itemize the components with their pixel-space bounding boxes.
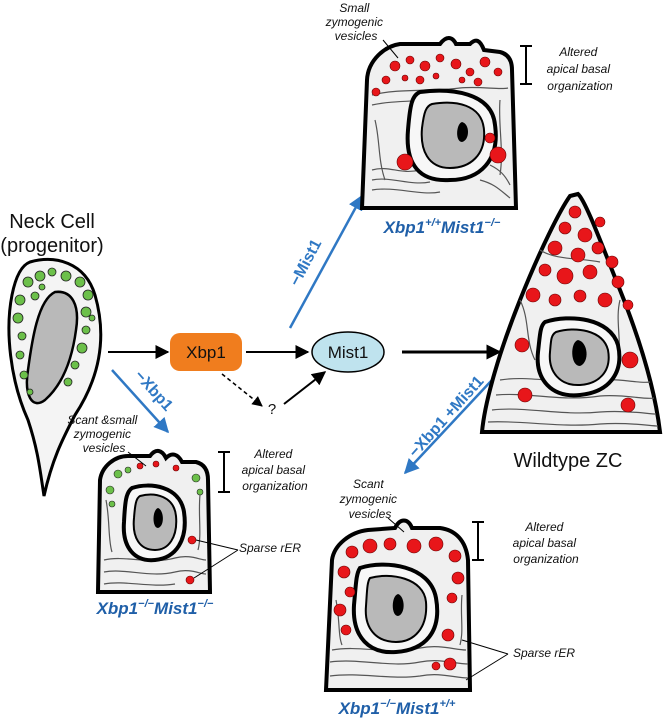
top-cell-apical-note: Altered apical basal organization (547, 45, 614, 93)
mist1-node: Mist1 (311, 331, 385, 373)
wildtype-label: Wildtype ZC (514, 450, 623, 472)
left-cell-rer-pointer-1 (195, 539, 239, 551)
top-cell-vesicles-note: Small zymogenic vesicles (325, 1, 387, 43)
neck-cell-title: Neck Cell (9, 211, 95, 233)
xbp1-label: Xbp1 (186, 343, 226, 362)
left-cell-genotype: Xbp1−/−Mist1−/− (96, 598, 214, 618)
left-cell-bracket (218, 451, 230, 493)
top-cell-vesicles-pointer (382, 39, 399, 59)
left-cell-rer-note: Sparse rER (239, 541, 301, 555)
left-cell-vesicles-note: Scant &small zymogenic vesicles (67, 413, 140, 455)
top-cell-bracket (520, 45, 532, 85)
mist1-label: Mist1 (328, 343, 369, 362)
right-cell-rer-pointer-1 (461, 639, 509, 655)
wildtype-cell-illustration (479, 191, 663, 434)
label-minus-xbp1: −Xbp1 (131, 367, 176, 414)
top-cell-illustration (359, 36, 519, 210)
arrow-minus-xbp1-plus-mist1 (403, 379, 493, 475)
left-cell-apical-note: Altered apical basal organization (242, 447, 309, 493)
right-cell-rer-pointer-2 (465, 653, 509, 681)
label-minus-xbp1-plus-mist1: −Xbp1 +Mist1 (406, 373, 488, 461)
top-cell-genotype: Xbp1+/+Mist1−/− (383, 217, 501, 237)
neck-cell-illustration (7, 258, 103, 497)
left-cell-rer-pointer-2 (193, 549, 239, 579)
label-minus-mist1: −Mist1 (287, 237, 326, 289)
unknown-factor-label: ? (268, 401, 276, 418)
right-cell-rer-note: Sparse rER (513, 646, 575, 660)
right-cell-vesicles-note: Scant zymogenic vesicles (339, 477, 401, 521)
arrow-unknown-to-mist1 (283, 371, 327, 405)
neck-cell-subtitle: (progenitor) (0, 235, 103, 257)
left-cell-illustration (95, 449, 213, 594)
arrow-minus-xbp1 (111, 369, 170, 434)
right-cell-bracket (472, 521, 484, 561)
arrow-minus-mist1 (288, 194, 364, 329)
right-cell-illustration (323, 518, 473, 692)
dashed-arrow-to-unknown (221, 373, 263, 407)
right-cell-vesicles-pointer (387, 517, 405, 533)
left-cell-vesicles-pointer (127, 451, 147, 467)
xbp1-node: Xbp1 (170, 333, 242, 371)
right-cell-genotype: Xbp1−/−Mist1+/+ (338, 698, 456, 718)
right-cell-apical-note: Altered apical basal organization (513, 520, 580, 566)
